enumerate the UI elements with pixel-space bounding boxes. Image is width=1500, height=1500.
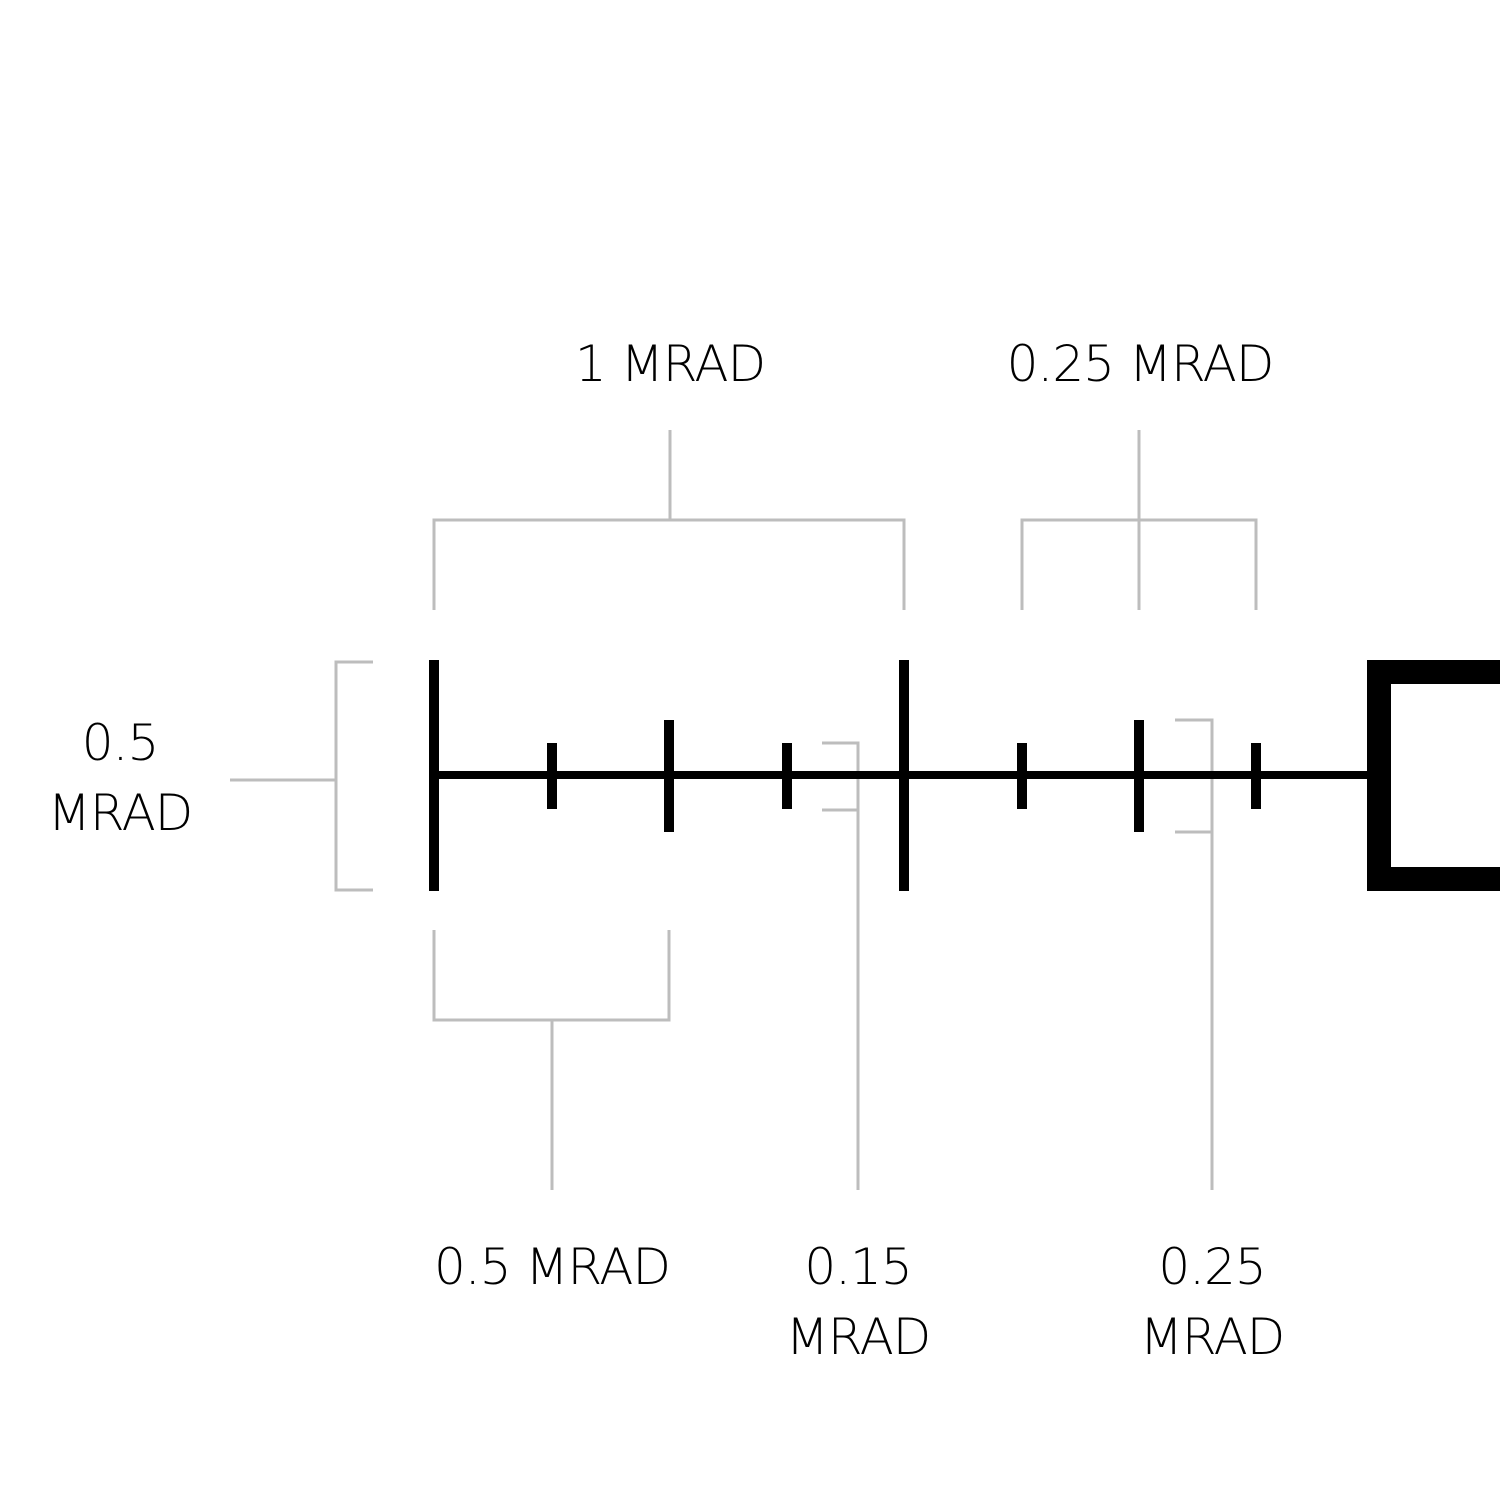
label-left-0-5-mrad: 0.5 MRAD (20, 708, 220, 848)
bracket-bottom-0-25-mrad (1175, 718, 1214, 1190)
label-text: 1 MRAD (574, 335, 766, 393)
dimension-callouts (230, 430, 1258, 1190)
bracket-bottom-0-5-mrad (432, 930, 671, 1190)
bracket-bottom-0-15-mrad (822, 741, 860, 1190)
bracket-top-1-mrad (432, 430, 906, 610)
label-bottom-0-25-mrad: 0.25 MRAD (1112, 1232, 1312, 1372)
label-bottom-0-15-mrad: 0.15 MRAD (758, 1232, 958, 1372)
label-text: 0.5 MRAD (434, 1238, 671, 1296)
label-text-line2: MRAD (47, 784, 194, 842)
reticle (429, 660, 1500, 891)
label-text-line1: 0.15 (804, 1238, 912, 1296)
label-text-line1: 0.5 (81, 714, 160, 772)
label-text-line1: 0.25 (1158, 1238, 1266, 1296)
label-top-1-mrad: 1 MRAD (520, 329, 820, 399)
label-text: 0.25 MRAD (1006, 335, 1275, 393)
bracket-left-0-5-mrad (230, 660, 373, 892)
bracket-top-0-25-mrad (1020, 430, 1258, 610)
label-top-0-25-mrad: 0.25 MRAD (980, 329, 1300, 399)
label-text-line2: MRAD (1139, 1308, 1286, 1366)
label-bottom-0-5-mrad: 0.5 MRAD (402, 1232, 702, 1302)
label-text-line2: MRAD (785, 1308, 932, 1366)
thick-post-bracket (1367, 660, 1500, 891)
